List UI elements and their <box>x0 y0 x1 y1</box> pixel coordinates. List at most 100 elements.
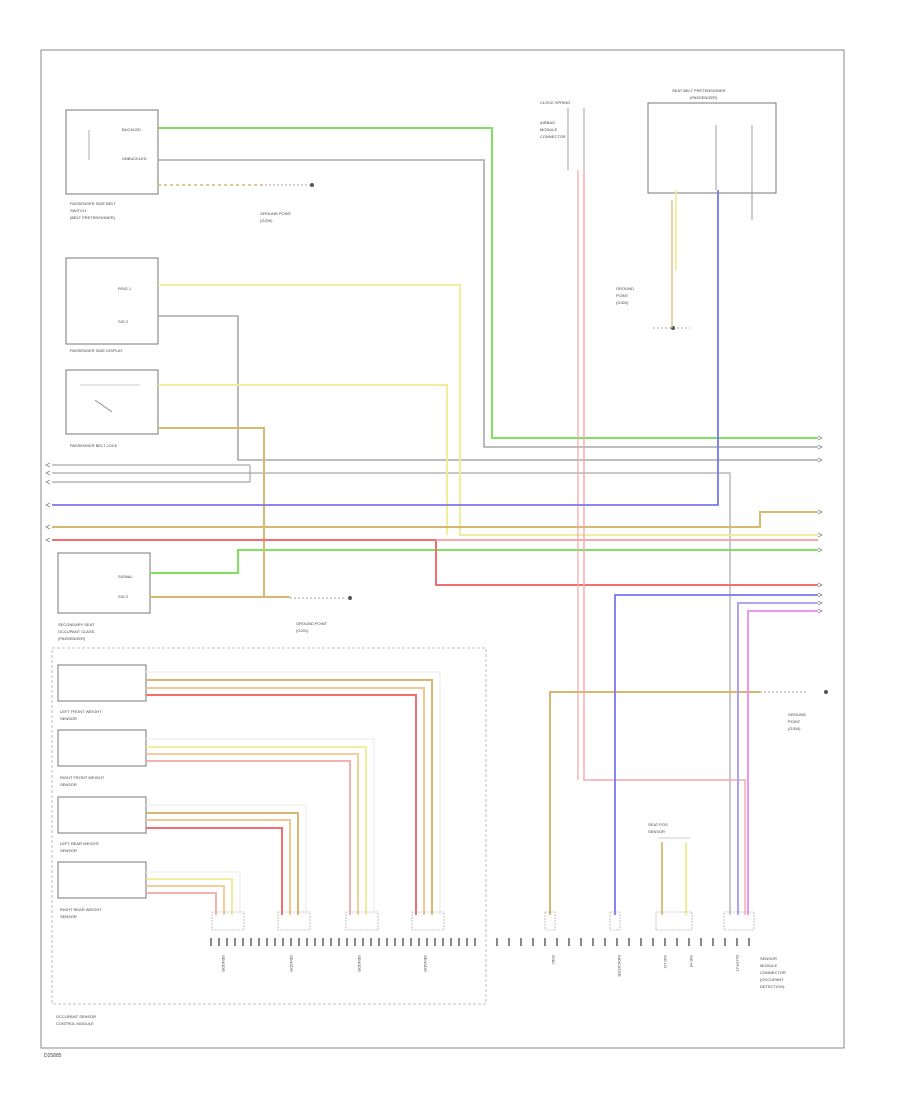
weight-sensor-area <box>51 647 487 1005</box>
wire-rf-sensor-3 <box>146 753 359 915</box>
svg-text:CONTROL MODULE: CONTROL MODULE <box>56 1021 94 1026</box>
svg-text:SENSOR: SENSOR <box>648 829 665 834</box>
svg-text:GROUND: GROUND <box>788 712 806 717</box>
wire-yellow-display <box>158 284 818 536</box>
wire-tan-ground-g304 <box>549 691 760 915</box>
svg-text:LEFT REAR WEIGHT: LEFT REAR WEIGHT <box>60 841 100 846</box>
svg-text:SEAT BELT PRETENSIONER: SEAT BELT PRETENSIONER <box>672 88 726 93</box>
svg-text:BUCKLED: BUCKLED <box>122 127 141 132</box>
wire-gray-belt-unbuckled <box>158 159 818 448</box>
svg-text:SENSOR: SENSOR <box>60 914 77 919</box>
svg-text:CONNECTOR: CONNECTOR <box>540 134 566 139</box>
svg-text:SENSOR: SENSOR <box>357 955 362 972</box>
wire-gray-bus-2 <box>52 472 731 915</box>
passenger-seat-display: RSIG 1 SIG 2 PASSENGER SIDE DISPLAY <box>65 257 159 353</box>
wire-lf-sensor-2 <box>146 679 433 915</box>
svg-text:(G201): (G201) <box>296 628 309 633</box>
svg-text:SIG LO: SIG LO <box>663 955 668 968</box>
left-edge-connectors <box>45 462 51 543</box>
svg-text:(G304): (G304) <box>788 726 801 731</box>
svg-text:RIGHT FRONT WEIGHT: RIGHT FRONT WEIGHT <box>60 775 105 780</box>
svg-text:CONNECTOR: CONNECTOR <box>760 970 786 975</box>
svg-text:SENSOR: SENSOR <box>289 955 294 972</box>
module-connector-pin-row <box>210 938 750 946</box>
wire-rf-sensor-2 <box>146 746 367 915</box>
passenger-belt-lock: PASSENGER BELT LOCK <box>65 369 159 448</box>
wire-lf-sensor-1 <box>146 671 441 915</box>
svg-text:RIGHT REAR WEIGHT: RIGHT REAR WEIGHT <box>60 907 102 912</box>
ground-symbol-2: GROUND POINT (G201) <box>290 596 352 633</box>
wire-green-ocs-signal <box>150 549 818 574</box>
wire-pink-clockspring <box>583 170 746 915</box>
right-edge-connectors <box>817 435 823 614</box>
wire-lr-sensor-2 <box>146 812 299 915</box>
svg-text:SENSOR: SENSOR <box>60 716 77 721</box>
svg-text:INDICATOR: INDICATOR <box>617 955 622 977</box>
svg-text:CLOCK SPRING: CLOCK SPRING <box>540 100 570 105</box>
svg-text:SEAT POS: SEAT POS <box>648 822 668 827</box>
svg-text:DETECTION): DETECTION) <box>760 984 785 989</box>
svg-text:(BELT PRETENSIONER): (BELT PRETENSIONER) <box>70 215 116 220</box>
occupant-module-label: OCCUPANT SENSOR CONTROL MODULE <box>56 1014 96 1026</box>
svg-text:GROUND: GROUND <box>616 286 634 291</box>
wire-gray-bus-3 <box>52 465 251 483</box>
wire-blue-pretensioner <box>52 190 719 506</box>
svg-text:POINT: POINT <box>788 719 801 724</box>
svg-text:(PASSENGER): (PASSENGER) <box>58 636 86 641</box>
svg-text:SENSOR: SENSOR <box>60 848 77 853</box>
svg-text:MODULE: MODULE <box>760 963 777 968</box>
svg-text:(G200): (G200) <box>260 218 273 223</box>
svg-text:SIGNAL: SIGNAL <box>118 574 133 579</box>
wire-violet-connector <box>737 602 818 915</box>
svg-text:(G303): (G303) <box>616 300 629 305</box>
svg-text:MODULE: MODULE <box>540 127 557 132</box>
seat-position-sensor: SEAT POS SENSOR <box>648 822 690 839</box>
wire-rf-sensor-4 <box>146 760 351 915</box>
wire-tan-lock-ground <box>158 427 265 598</box>
wire-lf-sensor-3 <box>146 687 425 915</box>
wire-gray-display-sig2 <box>158 315 818 461</box>
right-front-weight-sensor: RIGHT FRONT WEIGHT SENSOR <box>57 729 147 787</box>
sensor-connector-stubs <box>211 911 755 931</box>
svg-text:(PASSENGER): (PASSENGER) <box>690 95 718 100</box>
continuation-note: SENSOR MODULE CONNECTOR (OCCUPANT DETECT… <box>760 956 786 989</box>
wire-rr-sensor-4 <box>146 892 217 915</box>
diagram-frame <box>40 49 845 1049</box>
svg-text:OCCUPANT SENSOR: OCCUPANT SENSOR <box>56 1014 96 1019</box>
svg-text:GROUND POINT: GROUND POINT <box>260 211 292 216</box>
wire-rf-sensor-1 <box>146 738 375 915</box>
left-front-weight-sensor: LEFT FRONT WEIGHT SENSOR <box>57 664 147 721</box>
svg-text:GND: GND <box>551 955 556 964</box>
svg-text:SIG 2: SIG 2 <box>118 319 129 324</box>
ground-symbol-3: GROUND POINT (G303) <box>616 286 690 330</box>
wire-lr-sensor-3 <box>146 819 291 915</box>
svg-text:(OCCUPANT: (OCCUPANT <box>760 977 784 982</box>
svg-text:SWITCH: SWITCH <box>70 208 86 213</box>
ground-symbol-4: GROUND POINT (G304) <box>760 690 828 731</box>
svg-text:PASSENGER BELT LOCK: PASSENGER BELT LOCK <box>70 443 118 448</box>
wire-blue-connector <box>614 594 818 915</box>
wire-magenta-connector <box>747 610 818 915</box>
wire-yellow-lock <box>158 384 448 535</box>
wire-lr-sensor-4 <box>146 827 283 915</box>
wire-green-belt-buckled <box>158 127 818 439</box>
svg-text:UNBUCKLED: UNBUCKLED <box>122 156 147 161</box>
svg-text:SECONDARY SEAT: SECONDARY SEAT <box>58 622 95 627</box>
right-rear-weight-sensor: RIGHT REAR WEIGHT SENSOR <box>57 861 147 919</box>
svg-text:GROUND POINT: GROUND POINT <box>296 621 328 626</box>
svg-text:SENSOR: SENSOR <box>221 955 226 972</box>
connector-group-labels: SENSOR SENSOR SENSOR SENSOR GND INDICATO… <box>221 955 740 977</box>
clock-spring: CLOCK SPRING AIRBAG MODULE CONNECTOR <box>540 100 585 170</box>
occupant-classification-module: SIGNAL SIG 2 SECONDARY SEAT OCCUPANT CLA… <box>57 552 151 641</box>
footer-code: D25885 <box>44 1053 62 1059</box>
svg-text:POINT: POINT <box>616 293 629 298</box>
wire-lr-sensor-1 <box>146 804 307 915</box>
svg-text:SIG 2: SIG 2 <box>118 594 129 599</box>
wire-lf-sensor-4 <box>146 694 417 915</box>
wire-tan-bus <box>52 511 818 528</box>
svg-text:RSIG 1: RSIG 1 <box>118 286 132 291</box>
svg-text:SIG HI: SIG HI <box>689 955 694 967</box>
svg-text:OUTPUT: OUTPUT <box>735 955 740 972</box>
wire-rr-sensor-2 <box>146 878 233 915</box>
